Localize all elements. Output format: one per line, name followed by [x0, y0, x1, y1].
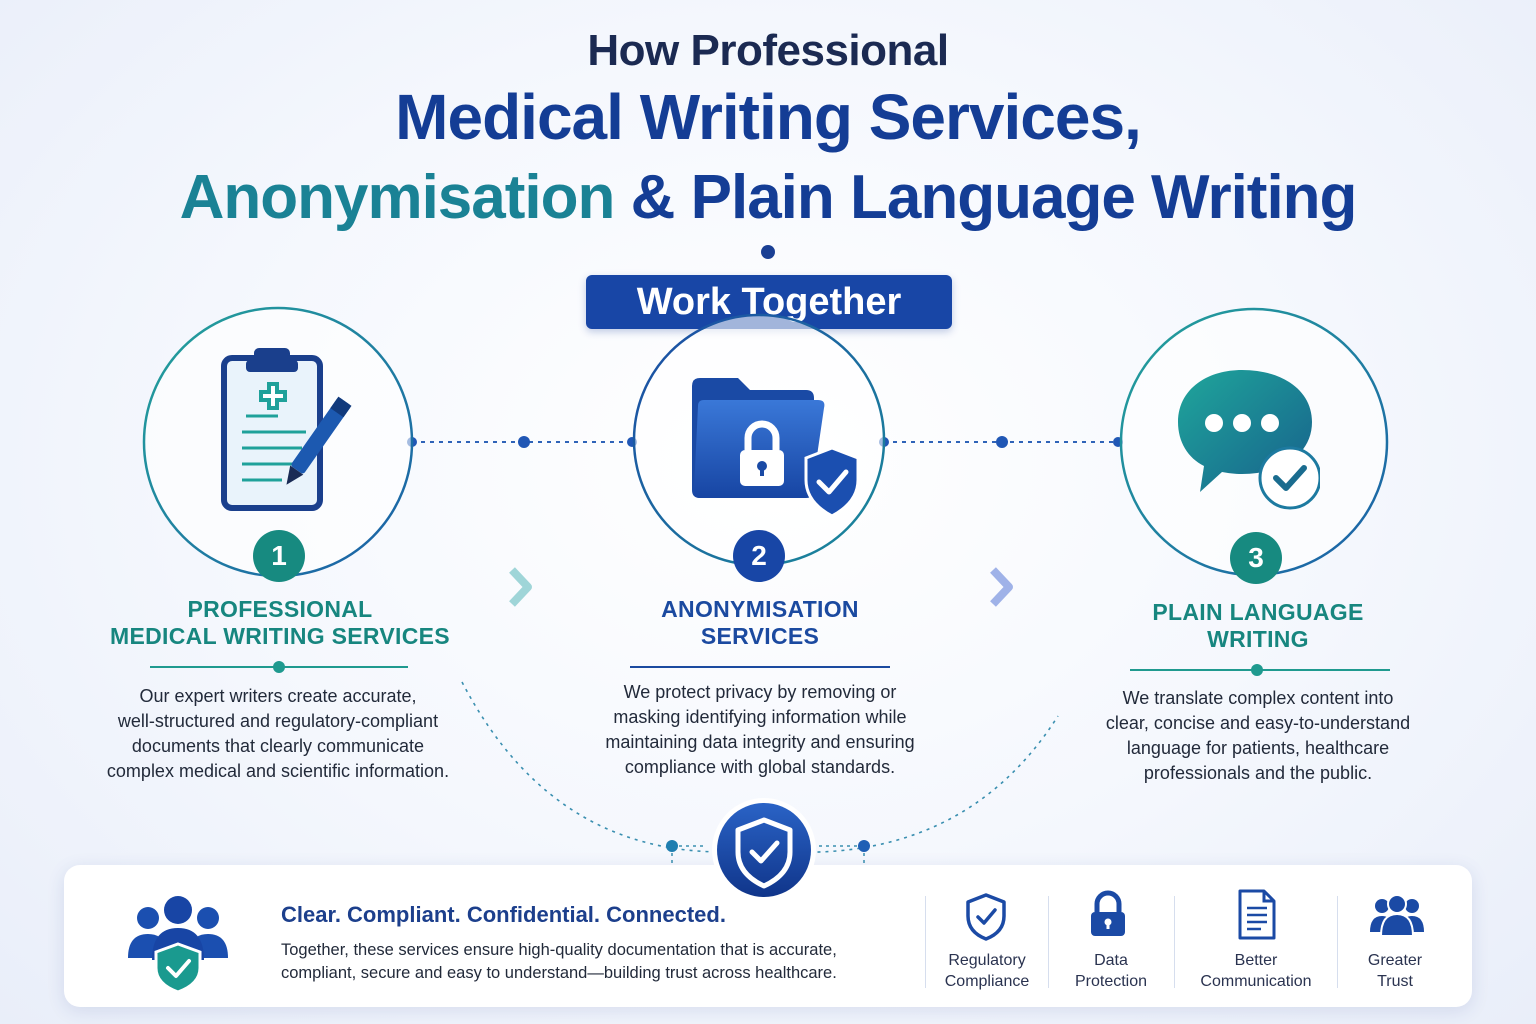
- step-2-title-line-2: SERVICES: [700, 623, 820, 649]
- step-3-title-line-1: PLAIN LANGUAGE: [1152, 599, 1364, 625]
- step-2-desc-line: We protect privacy by removing or: [623, 682, 897, 702]
- feature-label: Better: [1234, 952, 1278, 969]
- step-1-title-line-2: MEDICAL WRITING SERVICES: [110, 623, 450, 649]
- feature-label: Communication: [1200, 973, 1312, 990]
- step-3-desc-line: professionals and the public.: [1143, 763, 1373, 783]
- title-plain-language: & Plain Language Writing: [630, 163, 1358, 232]
- panel-desc-line-2: compliant, secure and easy to understand…: [281, 964, 837, 982]
- separator: [1174, 896, 1175, 988]
- central-shield-icon: [712, 798, 816, 902]
- step-2-desc-line: maintaining data integrity and ensuring: [605, 732, 915, 752]
- step-3-description: We translate complex content into clear,…: [1058, 686, 1458, 786]
- step-3-desc-line: clear, concise and easy-to-understand: [1105, 713, 1411, 733]
- step-2-title-line-1: ANONYMISATION: [661, 596, 859, 622]
- step-1-desc-line: Our expert writers create accurate,: [139, 686, 417, 706]
- feature-label: Greater: [1367, 952, 1423, 969]
- step-2-desc-line: masking identifying information while: [613, 707, 907, 727]
- title-anonymisation: Anonymisation: [179, 163, 616, 232]
- panel-desc-line-1: Together, these services ensure high-qua…: [281, 941, 837, 959]
- document-icon: [1238, 889, 1276, 940]
- step-2-badge: [733, 530, 785, 582]
- feature-label: Trust: [1377, 973, 1413, 990]
- title-line-2: Medical Writing Services,: [395, 81, 1142, 153]
- feature-better-communication: Better Communication: [1176, 950, 1336, 992]
- title-line-1: How Professional: [587, 26, 949, 75]
- separator: [1337, 896, 1338, 988]
- separator: [1048, 896, 1049, 988]
- step-2-title: ANONYMISATION SERVICES: [580, 596, 940, 650]
- chat-bubble-check-icon: [1178, 370, 1320, 510]
- step-1-title-line-1: PROFESSIONAL: [187, 596, 373, 622]
- feature-data-protection: Data Protection: [1050, 950, 1172, 992]
- step-1-desc-line: documents that clearly communicate: [131, 736, 425, 756]
- feature-greater-trust: Greater Trust: [1340, 950, 1450, 992]
- title-line-3: Anonymisation & Plain Language Writing: [0, 162, 1536, 233]
- step-3-desc-line: language for patients, healthcare: [1126, 738, 1390, 758]
- step-3-title-line-2: WRITING: [1207, 626, 1309, 652]
- shield-check-icon: [966, 893, 1006, 941]
- feature-regulatory-compliance: Regulatory Compliance: [928, 950, 1046, 992]
- step-1-title: PROFESSIONAL MEDICAL WRITING SERVICES: [100, 596, 460, 650]
- feature-label: Protection: [1074, 973, 1148, 990]
- step-1-desc-line: well-structured and regulatory-compliant: [117, 711, 439, 731]
- people-group-icon: [1370, 894, 1424, 937]
- team-shield-icon: [128, 896, 228, 994]
- step-3-badge: [1230, 532, 1282, 584]
- step-1-badge: [253, 530, 305, 582]
- step-1-number: 1: [271, 540, 287, 571]
- separator: [925, 896, 926, 988]
- feature-label: Data: [1094, 952, 1128, 969]
- step-3-title: PLAIN LANGUAGE WRITING: [1078, 599, 1438, 653]
- step-1-desc-line: complex medical and scientific informati…: [106, 761, 450, 781]
- panel-tagline: Clear. Compliant. Confidential. Connecte…: [281, 902, 726, 927]
- step-2-desc-line: compliance with global standards.: [624, 757, 896, 777]
- step-1-description: Our expert writers create accurate, well…: [78, 684, 478, 784]
- padlock-icon: [1091, 890, 1125, 936]
- clipboard-pen-icon: [221, 348, 352, 511]
- title-divider: [550, 245, 986, 259]
- feature-label: Regulatory: [948, 952, 1026, 969]
- step-3-number: 3: [1248, 542, 1264, 573]
- step-3-desc-line: We translate complex content into: [1122, 688, 1394, 708]
- feature-label: Compliance: [944, 973, 1030, 990]
- panel-description: Together, these services ensure high-qua…: [281, 939, 901, 985]
- step-2-description: We protect privacy by removing or maskin…: [560, 680, 960, 780]
- locked-folder-shield-icon: [692, 378, 860, 518]
- step-2-number: 2: [751, 540, 767, 571]
